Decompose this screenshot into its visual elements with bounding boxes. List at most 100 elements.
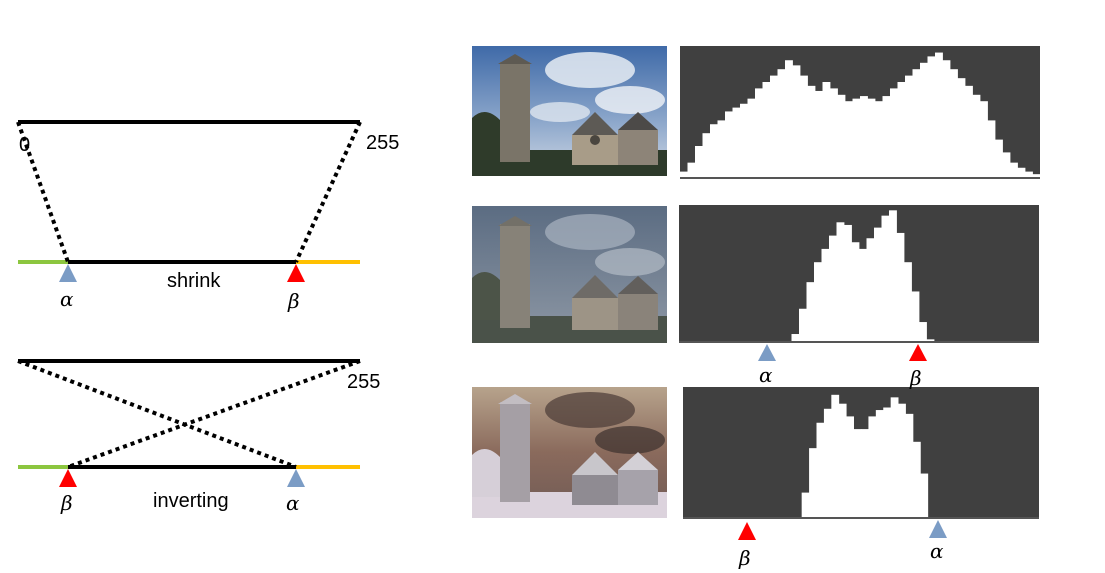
- histogram-bar: [881, 215, 890, 342]
- histogram-bar: [926, 339, 935, 342]
- photo-original: [472, 46, 667, 176]
- histogram-bar: [680, 171, 688, 178]
- histogram-bar: [695, 146, 703, 178]
- alpha-label: α: [60, 287, 74, 311]
- histogram-bar: [867, 98, 876, 178]
- histogram-bar: [919, 322, 927, 342]
- histogram-bar: [836, 222, 845, 342]
- beta-marker: [59, 469, 77, 487]
- histogram-bar: [957, 78, 966, 178]
- histogram-bar: [897, 82, 906, 178]
- histogram-bar: [1017, 167, 1026, 178]
- histogram-bar: [927, 56, 936, 178]
- histogram-bar: [740, 103, 748, 178]
- histogram-shrunk: [679, 205, 1039, 343]
- histogram-bar: [935, 52, 943, 179]
- histogram-bar: [801, 492, 810, 518]
- beta-marker: [909, 344, 927, 361]
- beta-marker: [738, 522, 756, 540]
- histogram-bar: [717, 120, 726, 178]
- histogram-bar: [859, 248, 867, 342]
- histogram-bar: [809, 448, 817, 518]
- histogram-bar: [800, 75, 808, 178]
- histogram-bar: [875, 101, 883, 178]
- histogram-bar: [785, 60, 793, 178]
- beta-label: β: [738, 546, 751, 570]
- histogram-bar: [687, 162, 696, 178]
- histogram-bar: [770, 75, 778, 178]
- shrink-caption: shrink: [167, 270, 221, 292]
- histogram-bar: [762, 82, 771, 178]
- histogram-bar: [920, 62, 928, 178]
- alpha-marker: [59, 264, 77, 282]
- histogram-bar: [845, 101, 853, 178]
- histogram-bar: [806, 282, 815, 342]
- alpha-marker: [929, 520, 947, 538]
- histogram-bar: [837, 94, 846, 178]
- histogram-bar: [851, 242, 860, 342]
- histogram-bar: [911, 291, 920, 342]
- histogram-bar: [755, 88, 763, 178]
- beta-marker: [287, 264, 305, 282]
- beta-label: β: [909, 366, 922, 390]
- histogram-bar: [889, 210, 897, 342]
- histogram-bar: [942, 60, 951, 178]
- histogram-bar: [912, 69, 921, 178]
- histogram-bar: [1002, 152, 1011, 178]
- histogram-bar: [905, 413, 914, 518]
- histogram-inverted-markers: β α: [738, 520, 947, 570]
- histogram-bar: [896, 232, 905, 342]
- histogram-bar: [823, 408, 832, 518]
- histogram-inverted: [683, 387, 1039, 519]
- histogram-bar: [814, 262, 822, 342]
- mapping-line-left: [16, 121, 70, 263]
- histogram-bar: [791, 334, 800, 342]
- histogram-bar: [875, 410, 884, 518]
- histogram-bar: [815, 90, 823, 178]
- histogram-bar: [866, 238, 875, 342]
- histogram-bar: [920, 473, 929, 518]
- histogram-original: [680, 46, 1041, 179]
- histogram-bar: [844, 224, 852, 342]
- histogram-bar: [816, 422, 825, 518]
- histogram-bar: [883, 407, 892, 518]
- inverting-diagram: 255 inverting β α: [17, 359, 380, 515]
- histogram-bar: [807, 85, 816, 178]
- alpha-marker: [758, 344, 776, 361]
- histogram-bar: [882, 96, 891, 178]
- histogram-bar: [702, 133, 711, 178]
- histogram-bar: [898, 403, 906, 518]
- histogram-bar: [890, 88, 898, 178]
- histogram-bar: [777, 69, 786, 178]
- histogram-bar: [874, 227, 882, 342]
- histogram-bar: [852, 98, 861, 178]
- histogram-bar: [987, 120, 996, 178]
- histogram-bar: [830, 88, 838, 178]
- histogram-bar: [829, 235, 837, 342]
- inverting-caption: inverting: [153, 490, 229, 512]
- histogram-bar: [838, 403, 847, 518]
- histogram-bar: [831, 394, 840, 518]
- photo-inverted: [472, 387, 667, 518]
- histogram-bar: [732, 107, 741, 178]
- histogram-bar: [912, 441, 921, 518]
- histogram-bar: [860, 96, 868, 178]
- histogram-shrunk-markers: α β: [758, 344, 927, 390]
- histogram-bar: [950, 69, 958, 178]
- histogram-bar: [965, 85, 973, 178]
- histogram-bar: [868, 416, 877, 518]
- histogram-bar: [725, 111, 733, 178]
- mapping-line-cross-a: [17, 359, 297, 469]
- histogram-bar: [853, 429, 862, 518]
- histogram-bar: [846, 416, 854, 518]
- mapping-line-right: [294, 121, 362, 263]
- histogram-bar: [995, 139, 1003, 178]
- histogram-bar: [792, 65, 801, 178]
- photo-shrunk: [472, 206, 667, 343]
- alpha-label: α: [759, 363, 773, 387]
- mapping-line-cross-b: [67, 359, 361, 469]
- histogram-bar: [1010, 162, 1018, 178]
- histogram-bar: [710, 124, 718, 178]
- histogram-bar: [861, 429, 869, 518]
